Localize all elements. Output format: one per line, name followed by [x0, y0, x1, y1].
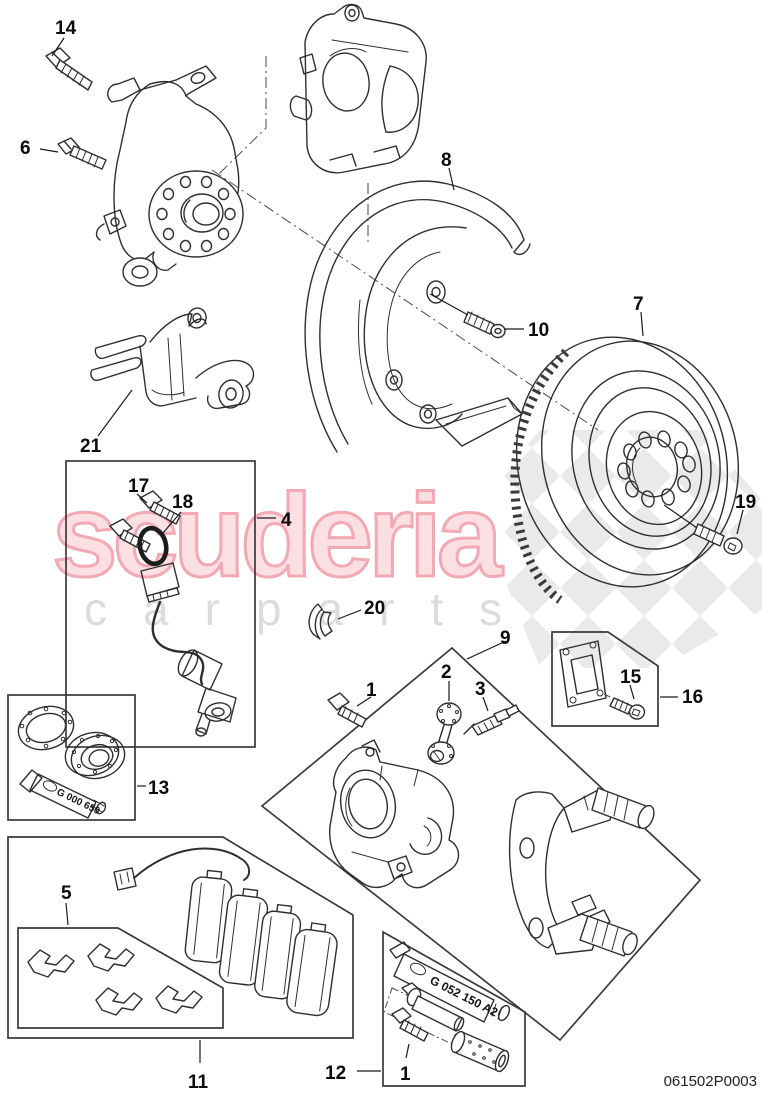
splash-shield [304, 180, 531, 453]
callout-label-7: 7 [633, 294, 644, 315]
brake-pad-2 [218, 888, 269, 986]
bolt-1b [391, 1007, 429, 1042]
assembly-centerlines [185, 56, 599, 431]
callout-label-10: 10 [528, 320, 549, 341]
callout-label-8: 8 [441, 150, 452, 171]
callout-label-16: 16 [682, 687, 703, 708]
pin-kit-2 [427, 702, 462, 765]
brake-pad-1 [184, 869, 233, 964]
guide-pin-kit-box: G 052 150 A2 [382, 930, 526, 1087]
callout-label-6: 6 [20, 138, 31, 159]
callout-label-1b: 1 [400, 1064, 411, 1085]
cover-plate-kit-box [551, 631, 659, 727]
speed-sensor-kit-box [65, 460, 256, 748]
callout-label-15: 15 [620, 667, 642, 688]
pad-retainer-clip [155, 985, 203, 1014]
callout-label-13: 13 [148, 778, 169, 799]
brake-pad-4 [286, 922, 338, 1017]
hub-center-bore [180, 193, 224, 233]
bearing-kit-box: G 000 650 [7, 694, 136, 821]
bolt-10 [463, 311, 506, 339]
brake-pad-3 [254, 903, 302, 1000]
callout-label-2: 2 [441, 662, 452, 683]
callout-label-18: 18 [172, 492, 193, 513]
callout-label-4: 4 [281, 510, 292, 531]
o-ring-18 [137, 525, 169, 567]
bolt-17b [109, 518, 151, 553]
retainer-clip-box-5 [17, 927, 224, 1029]
wear-sensor-wire [133, 847, 251, 881]
callout-label-11: 11 [188, 1072, 209, 1093]
retaining-clip-20 [308, 603, 333, 640]
callout-label-21: 21 [80, 436, 102, 457]
guide-pin [401, 982, 465, 1032]
callout-leader-lines [39, 37, 744, 1072]
bolt-14 [45, 47, 93, 91]
callout-label-1a: 1 [366, 680, 377, 701]
bleeder-valve-3 [463, 704, 520, 736]
pad-retainer-clip [95, 987, 143, 1016]
drawing-number: 061502P0003 [664, 1073, 757, 1090]
callout-label-12: 12 [325, 1063, 346, 1084]
callout-label-19: 19 [735, 492, 756, 513]
callout-label-9: 9 [500, 628, 511, 649]
checkered-flag-watermark [505, 430, 762, 668]
wheel-knuckle-hub [95, 65, 244, 287]
wear-sensor-connector [113, 867, 137, 891]
callout-label-3: 3 [475, 679, 486, 700]
callout-label-5: 5 [61, 883, 72, 904]
bolt-1a [327, 692, 367, 728]
screw-15 [609, 697, 646, 720]
callout-labels: 14 6 8 10 7 19 21 4 17 18 20 13 9 1 2 3 … [20, 18, 756, 1093]
mounting-bracket-21 [90, 307, 255, 410]
pad-retainer-clip [87, 943, 135, 972]
callout-label-17: 17 [128, 476, 149, 497]
brake-caliper [289, 3, 427, 174]
pad-retainer-clip [27, 949, 75, 978]
grease-tube-small: G 000 650 [19, 769, 107, 819]
brake-pad-kit-box [7, 836, 354, 1039]
guide-sleeve [450, 1030, 510, 1073]
disc-set-screw-19 [693, 523, 743, 555]
bolt-6 [57, 137, 107, 170]
callout-label-20: 20 [364, 598, 385, 619]
caliper-carrier [508, 787, 655, 957]
brake-disc [510, 336, 740, 604]
caliper-kit-box [260, 646, 702, 1042]
caliper-housing [329, 739, 460, 889]
abs-speed-sensor [140, 562, 237, 737]
callout-label-14: 14 [55, 18, 77, 39]
bolt-17a [139, 490, 181, 525]
